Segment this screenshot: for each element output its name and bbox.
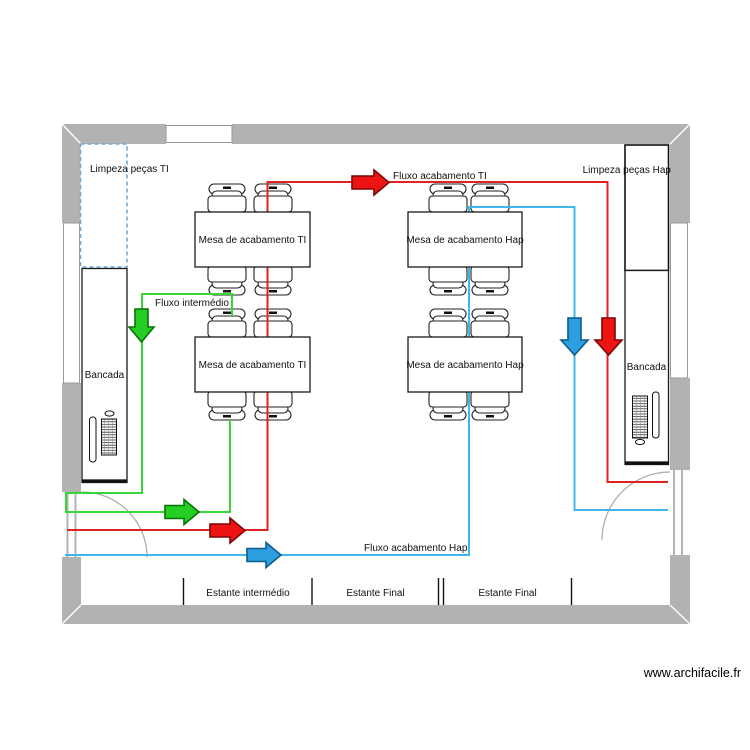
window-right-wall (670, 222, 688, 379)
flow-labels: Fluxo intermédio Fluxo acabamento TI Flu… (155, 171, 487, 554)
radiator-icon (89, 410, 117, 463)
corner-miter-bottom-left (61, 604, 82, 625)
arrow-down-blue-icon[interactable] (559, 317, 590, 357)
wall-right-upper (670, 124, 690, 223)
table-outline[interactable] (194, 211, 311, 268)
limpeza-hap-outline[interactable] (624, 144, 670, 272)
chair[interactable] (470, 308, 510, 338)
chair[interactable] (207, 308, 247, 338)
table-label: Mesa de acabamento Hap (406, 235, 524, 246)
window-left-wall (63, 222, 80, 384)
shelves[interactable]: Estante intermédio Estante Final Estante… (182, 578, 573, 605)
arrow-right-red2-icon[interactable] (209, 516, 247, 545)
radiator-icon (632, 391, 660, 446)
chair[interactable] (253, 183, 293, 213)
wall-left-upper (62, 124, 81, 223)
table-label: Mesa de acabamento Hap (406, 360, 524, 371)
wall-bottom (62, 605, 690, 624)
tables: Mesa de acabamento TI Mesa de acabamento… (194, 211, 524, 393)
bancada-right-label: Bancada (627, 362, 667, 373)
shelf-label-intermedio: Estante intermédio (206, 588, 290, 599)
zone-limpeza-hap[interactable]: Limpeza peças Hap (583, 144, 672, 272)
wall-right-middle (670, 378, 690, 470)
table-ti-top[interactable]: Mesa de acabamento TI (194, 211, 311, 268)
chairs (207, 183, 510, 421)
flow-lines (65, 181, 668, 556)
corner-miter-bottom-right (669, 604, 691, 625)
chair[interactable] (253, 390, 293, 421)
arrow-right-green-icon[interactable] (164, 497, 201, 527)
corner-miter-top-right (669, 123, 691, 145)
wall-left-lower (62, 557, 81, 624)
table-outline[interactable] (407, 336, 523, 393)
chair[interactable] (207, 265, 247, 296)
flow-label-intermedio: Fluxo intermédio (155, 298, 229, 309)
radiator-body (101, 418, 117, 456)
table-ti-bottom[interactable]: Mesa de acabamento TI (194, 336, 311, 393)
table-label: Mesa de acabamento TI (199, 235, 307, 246)
arrow-down-green-icon[interactable] (127, 308, 156, 344)
chair[interactable] (207, 390, 247, 421)
zone-limpeza-ti[interactable]: Limpeza peças TI (79, 143, 169, 268)
shelf-label-final-right: Estante Final (478, 588, 536, 599)
wall-left-middle (62, 383, 81, 492)
bancada-left[interactable]: Bancada (81, 267, 128, 484)
door-bottom-left (66, 491, 148, 558)
wall-right-lower (670, 555, 690, 624)
shelf-label-final-left: Estante Final (346, 588, 404, 599)
corner-miter-top-left (61, 123, 82, 145)
radiator-valve (635, 438, 645, 446)
door-swing-arc (601, 471, 671, 541)
chair[interactable] (207, 183, 247, 213)
table-outline[interactable] (407, 211, 523, 268)
door-bottom-right (601, 470, 683, 555)
flow-arrows (127, 168, 624, 570)
radiator-valve (104, 410, 115, 417)
window-top-wall (165, 125, 233, 143)
chair[interactable] (428, 183, 468, 213)
watermark: www.archifacile.fr (643, 666, 741, 680)
limpeza-ti-outline[interactable] (79, 143, 128, 268)
chair[interactable] (470, 265, 510, 296)
arrow-right-red-icon[interactable] (351, 168, 391, 197)
flow-label-acabamento-ti: Fluxo acabamento TI (393, 171, 487, 182)
limpeza-hap-label: Limpeza peças Hap (583, 165, 672, 176)
wall-top-right-segment (232, 124, 690, 144)
radiator-panel (652, 391, 660, 439)
table-outline[interactable] (194, 336, 311, 393)
door-swing-arc (81, 491, 148, 558)
chair[interactable] (428, 265, 468, 296)
table-hap-bottom[interactable]: Mesa de acabamento Hap (406, 336, 524, 393)
chair[interactable] (253, 265, 293, 296)
arrow-down-red-icon[interactable] (593, 317, 624, 357)
chair[interactable] (428, 308, 468, 338)
limpeza-ti-label: Limpeza peças TI (90, 164, 169, 175)
radiator-body (632, 395, 648, 439)
wall-top-left-segment (62, 124, 166, 144)
flow-label-acabamento-hap: Fluxo acabamento Hap (364, 543, 468, 554)
walls (61, 123, 691, 625)
flow-line-acabamento-ti[interactable] (67, 181, 668, 531)
flow-line-acabamento-hap[interactable] (65, 206, 668, 556)
flow-line-intermedio[interactable] (65, 293, 233, 513)
bancada-left-label: Bancada (85, 370, 125, 381)
table-hap-top[interactable]: Mesa de acabamento Hap (406, 211, 524, 268)
bancada-right[interactable]: Bancada (624, 269, 670, 466)
arrow-right-blue-icon[interactable] (246, 540, 283, 570)
chair[interactable] (470, 390, 510, 421)
chair[interactable] (428, 390, 468, 421)
table-label: Mesa de acabamento TI (199, 360, 307, 371)
windows (63, 125, 688, 384)
chair[interactable] (253, 308, 293, 338)
radiator-panel (89, 416, 97, 463)
